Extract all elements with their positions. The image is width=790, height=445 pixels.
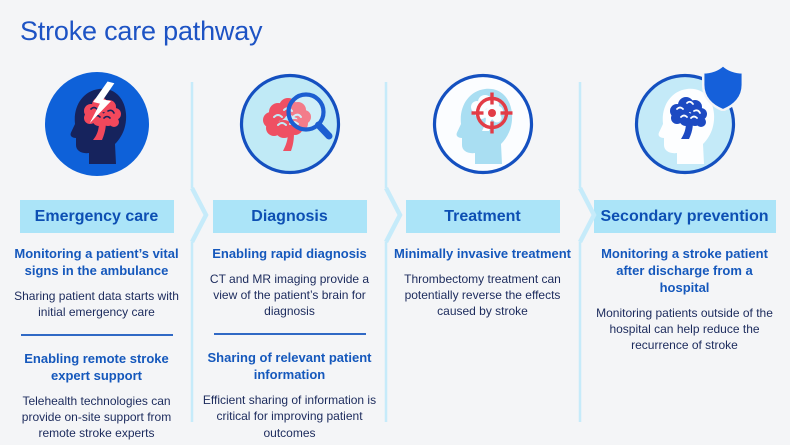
shield-icon [701,63,744,111]
section: Enabling rapid diagnosis CT and MR imagi… [201,246,378,319]
section-body: CT and MR imaging provide a view of the … [209,271,370,319]
banner-label: Treatment [444,207,521,225]
banner-label: Emergency care [34,207,159,225]
section: Minimally invasive treatment Thrombectom… [394,246,571,319]
column-diagnosis: Diagnosis Enabling rapid diagnosis CT an… [193,66,386,442]
chevron-right-icon [190,186,209,244]
diagnosis-icon [238,72,342,176]
chevron-right-icon [578,186,597,244]
treatment-icon [431,72,535,176]
banner-secondary-prevention: Secondary prevention [593,200,776,233]
brain-with-magnifier-icon [239,73,340,175]
page-title: Stroke care pathway [20,16,263,46]
section-heading: Minimally invasive treatment [394,246,572,261]
section-heading: Monitoring a patient’s vital signs in th… [14,246,179,278]
section: Enabling remote stroke expert support Te… [8,351,185,441]
section-body: Sharing patient data starts with initial… [14,288,179,319]
secondary-prevention-icon [633,63,744,176]
magnifier-icon [285,92,332,140]
head-with-lightning-and-brain-icon [44,72,149,176]
column-secondary-prevention: Secondary prevention Monitoring a stroke… [579,63,790,442]
banner-diagnosis: Diagnosis [212,200,367,233]
lightning-bolt-icon [89,81,114,124]
section-heading: Enabling remote stroke expert support [24,351,169,384]
target-crosshair-icon [471,92,512,134]
column-treatment: Treatment Minimally invasive treatment T… [386,66,579,442]
section-heading: Enabling rapid diagnosis [212,246,367,261]
column-emergency-care: Emergency care Monitoring a patient’s vi… [0,66,193,442]
banner-treatment: Treatment [405,200,560,233]
column-divider [578,82,597,422]
section-divider [20,334,173,337]
section: Monitoring a patient’s vital signs in th… [8,246,185,320]
section-body: Thrombectomy treatment can potentially r… [404,271,561,319]
head-with-target-icon [432,73,533,175]
chevron-right-icon [384,186,403,244]
column-divider [384,82,403,422]
banner-label: Diagnosis [251,207,328,225]
section-body: Telehealth technologies can provide on-s… [21,393,172,441]
pathway-columns: Emergency care Monitoring a patient’s vi… [0,63,790,442]
section-heading: Sharing of relevant patient information [207,350,372,383]
section-body: Efficient sharing of information is crit… [202,393,377,440]
section-heading: Monitoring a stroke patient after discha… [601,246,768,295]
section: Sharing of relevant patient information … [201,350,378,440]
section-body: Monitoring patients outside of the hospi… [596,305,773,353]
banner-label: Secondary prevention [600,207,769,225]
column-divider [190,82,209,422]
banner-emergency-care: Emergency care [19,200,174,233]
emergency-care-icon [44,72,149,176]
section: Monitoring a stroke patient after discha… [595,246,775,353]
section-divider [213,333,366,336]
